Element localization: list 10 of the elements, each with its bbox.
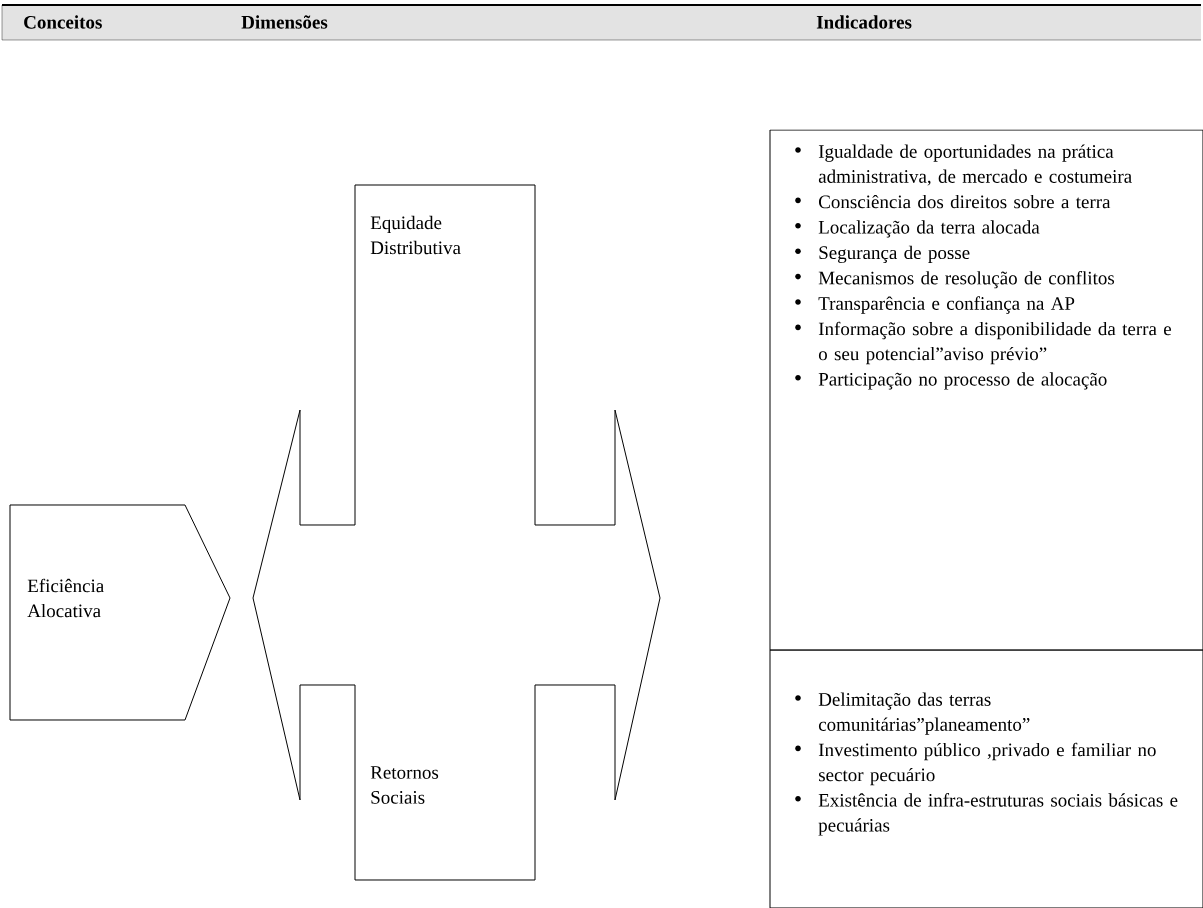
node-label: Localização da terra alocada — [818, 220, 1040, 238]
bullet-list-box: Delimitação das terras comunitárias”planeamento” Investimento público ,privado e familiar no sector pecuário Existência de infra-estruturas sociais básicas e pecuárias — [769, 649, 1203, 908]
node-label: Segurança de posse — [819, 245, 970, 263]
node-label: Igualdade de oportunidades na prática administrativa, de mercado e costumeira — [818, 144, 1132, 186]
header-band: Conceitos Dimensões Indicadores — [1, 4, 1202, 41]
node-label: Transparência e confiança na AP — [818, 296, 1075, 314]
node-label: Participação no processo de alocação — [818, 372, 1107, 390]
node-label: Consciência dos direitos sobre a terra — [818, 194, 1111, 209]
node-label: Informação sobre a disponibilidade da terra e o seu potencial”aviso prévio” — [818, 321, 1172, 365]
node-label: Mecanismos de resolução de conflitos — [818, 270, 1115, 289]
